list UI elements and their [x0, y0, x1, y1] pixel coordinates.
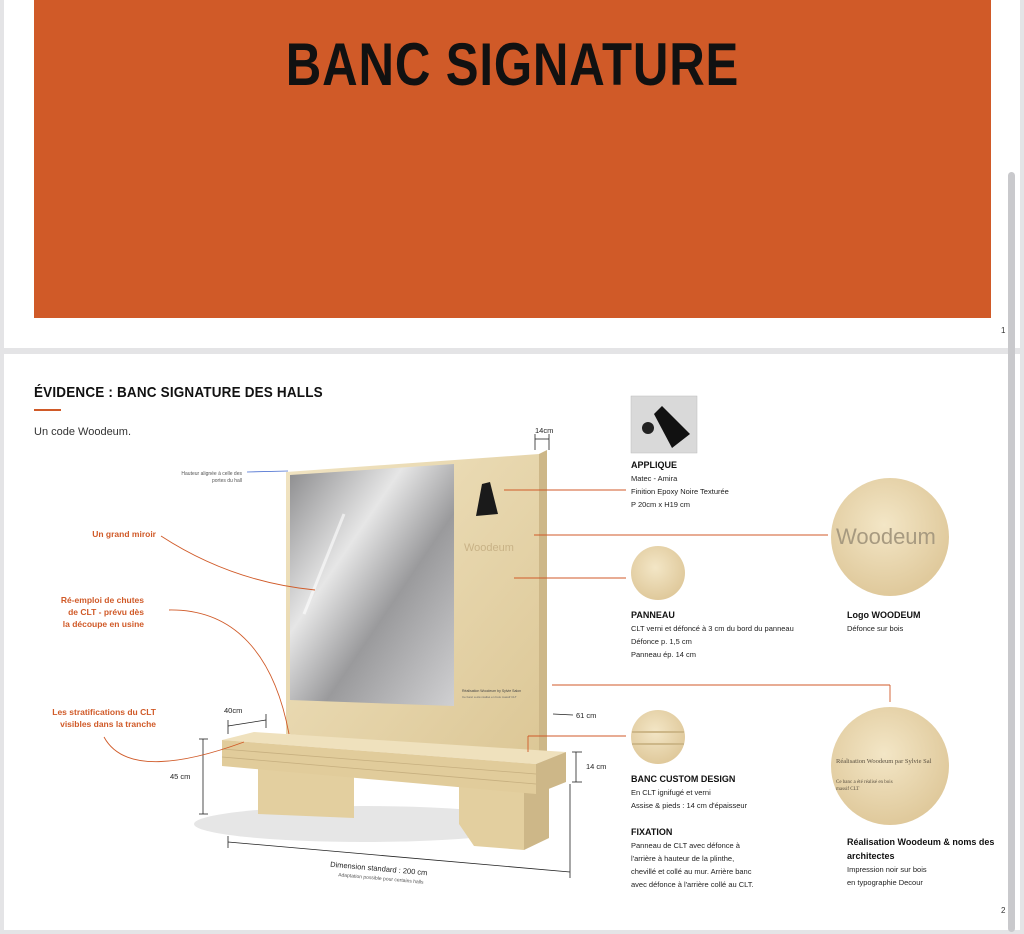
- bench-seat-front: [222, 740, 536, 794]
- spec-realisation: Réalisation Woodeum & noms des architect…: [847, 837, 995, 887]
- height-leader: [246, 470, 289, 473]
- spec-banc: BANC CUSTOM DESIGN En CLT ignifugé et ve…: [631, 774, 748, 810]
- dim-thickness: 14 cm: [586, 762, 607, 771]
- spec-logo: Logo WOODEUM Défonce sur bois: [847, 610, 921, 633]
- dim-panel-depth: 61 cm: [576, 711, 597, 720]
- page-number: 1: [1001, 326, 1006, 335]
- bench-leg-left: [258, 764, 354, 818]
- swatch-logo-text: Woodeum: [836, 524, 936, 549]
- title-banner: BANC SIGNATURE: [34, 0, 991, 318]
- swatch-engraving-sub-2: massif CLT: [836, 787, 859, 792]
- page-number: 2: [1001, 906, 1006, 915]
- swatch-engraving-sub-1: Ce banc a été réalisé en bois: [836, 780, 893, 785]
- cover-page: BANC SIGNATURE 1: [4, 0, 1020, 348]
- panel-plate-sub: Ce banc a été réalisé en bois massif CLT: [462, 695, 517, 699]
- annotation-leaders: [103, 489, 891, 763]
- page-title: BANC SIGNATURE: [285, 31, 740, 98]
- bench-drawing: Woodeum Réalisation Woodeum by Sylvie Sa…: [103, 395, 949, 878]
- panel-swatch: [631, 546, 685, 600]
- engraving-swatch: [831, 707, 949, 825]
- wall-lamp: [476, 482, 498, 516]
- dim-seat-depth: 40cm: [224, 706, 243, 715]
- floor-shadow: [194, 806, 534, 842]
- bench-seat: [222, 732, 566, 764]
- panel-plate-title: Réalisation Woodeum by Sylvie Salon: [462, 689, 521, 693]
- mirror: [290, 464, 454, 706]
- heading-accent: [34, 409, 61, 411]
- spec-panneau: PANNEAU CLT verni et défoncé à 3 cm du b…: [631, 610, 794, 659]
- swatch-engraving-title: Réalisation Woodeum par Sylvie Sal: [836, 758, 932, 765]
- evidence-page: ÉVIDENCE : BANC SIGNATURE DES HALLS Un c…: [4, 354, 1020, 930]
- panel-logo: Woodeum: [464, 542, 514, 554]
- dim-depth-top: 14cm: [535, 426, 554, 435]
- annotation-mirror: Un grand miroir: [92, 529, 156, 539]
- panel-side: [539, 450, 547, 758]
- section-subheading: Un code Woodeum.: [34, 426, 132, 438]
- vertical-scrollbar[interactable]: [1008, 172, 1015, 932]
- dim-seat-height: 45 cm: [170, 772, 191, 781]
- logo-swatch: [831, 478, 949, 596]
- bench-swatch: [631, 710, 685, 764]
- bench-leg-right: [459, 774, 524, 850]
- section-heading: ÉVIDENCE : BANC SIGNATURE DES HALLS: [34, 384, 323, 401]
